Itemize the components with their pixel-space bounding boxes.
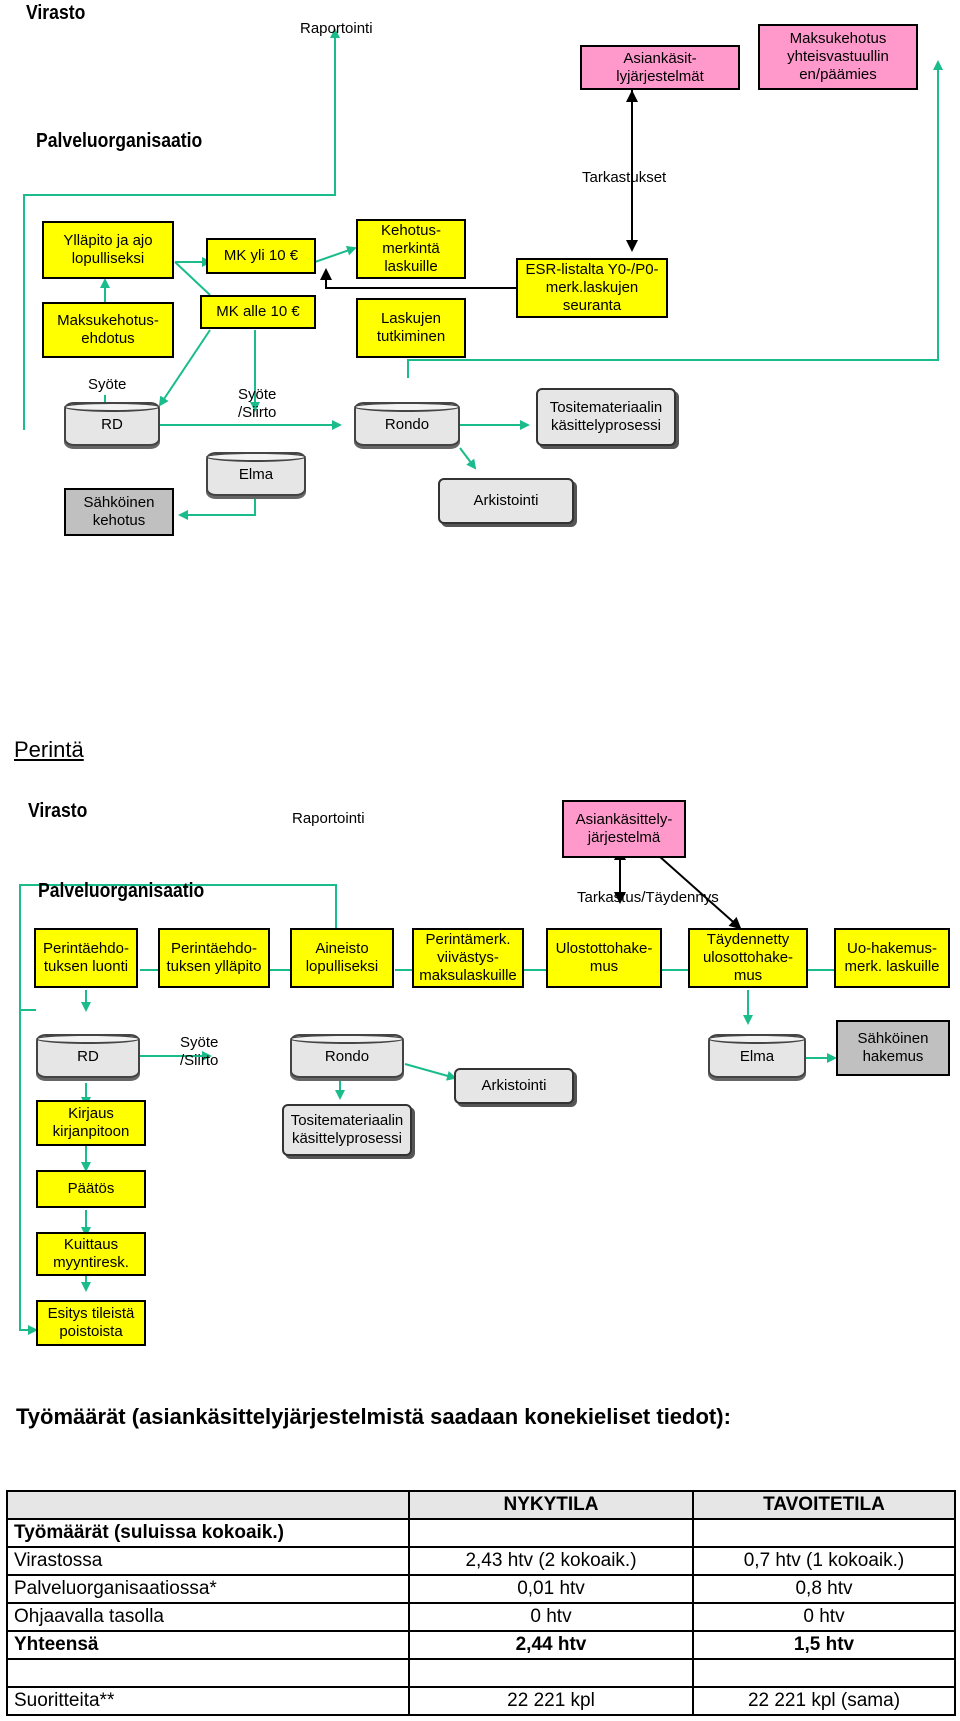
arkistointi-box-2: Arkistointi	[454, 1068, 574, 1104]
virasto-label: Virasto	[26, 2, 86, 24]
perintaehdotus-yllapito-box: Perintäehdo-tuksen ylläpito	[158, 928, 270, 988]
table-cell: Suoritteita**	[6, 1686, 410, 1716]
table-cell: Palveluorganisaatiossa*	[6, 1574, 410, 1604]
table-cell: 0,7 htv (1 kokoaik.)	[692, 1546, 956, 1576]
rondo-database: Rondo	[354, 402, 460, 446]
rd-database: RD	[64, 402, 160, 446]
table-cell: 0,8 htv	[692, 1574, 956, 1604]
table-cell: Työmäärät (suluissa kokoaik.)	[6, 1518, 410, 1548]
raportointi-label: Raportointi	[300, 20, 373, 37]
tarkastus-label: Tarkastus/Täydennys	[577, 889, 719, 906]
asiankasittely-box-2: Asiankäsittely-järjestelmä	[562, 800, 686, 858]
table-cell: 1,5 htv	[692, 1630, 956, 1660]
sahkoinen-hakemus-box: Sähköinen hakemus	[836, 1020, 950, 1076]
rd-database-2: RD	[36, 1034, 140, 1078]
table-cell: 0,01 htv	[408, 1574, 694, 1604]
table-cell: 2,44 htv	[408, 1630, 694, 1660]
table-cell: Yhteensä	[6, 1630, 410, 1660]
table-cell	[692, 1658, 956, 1688]
maksukehotus-box: Maksukehotus yhteisvastuullin en/päämies	[758, 24, 918, 90]
table-cell: 0 htv	[408, 1602, 694, 1632]
table-cell	[408, 1518, 694, 1548]
kirjaus-box: Kirjaus kirjanpitoon	[36, 1100, 146, 1146]
elma-database-2: Elma	[708, 1034, 806, 1078]
perinta-title: Perintä	[14, 737, 84, 762]
tarkastukset-label: Tarkastukset	[582, 169, 667, 186]
table-cell: 22 221 kpl (sama)	[692, 1686, 956, 1716]
mk-alle-box: MK alle 10 €	[200, 295, 316, 329]
rondo-database-2: Rondo	[290, 1034, 404, 1078]
taydennetty-box: Täydennetty ulosottohake-mus	[688, 928, 808, 988]
syote-siirto-label-2: Syöte /Siirto	[180, 1034, 219, 1069]
paatos-box: Päätös	[36, 1170, 146, 1208]
perintaehdotus-luonti-box: Perintäehdo-tuksen luonti	[34, 928, 138, 988]
raportointi-label-2: Raportointi	[292, 810, 365, 827]
table-row: Suoritteita** 22 221 kpl 22 221 kpl (sam…	[6, 1686, 956, 1716]
virasto-label-2: Virasto	[28, 800, 88, 822]
esr-box: ESR-listalta Y0-/P0-merk.laskujen seuran…	[516, 258, 668, 318]
tositemateriaali-box: Tositemateriaalin käsittelyprosessi	[536, 388, 676, 446]
header-cell	[6, 1490, 410, 1520]
table-cell	[6, 1658, 410, 1688]
table-header-row: NYKYTILA TAVOITETILA	[6, 1490, 956, 1520]
table-cell: 0 htv	[692, 1602, 956, 1632]
table-cell: Virastossa	[6, 1546, 410, 1576]
table-row: Ohjaavalla tasolla 0 htv 0 htv	[6, 1602, 956, 1632]
table-row: Työmäärät (suluissa kokoaik.)	[6, 1518, 956, 1548]
uohakemus-box: Uo-hakemus-merk. laskuille	[834, 928, 950, 988]
elma-database: Elma	[206, 452, 306, 496]
tyomaarat-table: NYKYTILA TAVOITETILA Työmäärät (suluissa…	[6, 1490, 956, 1716]
sahkoinen-kehotus-box: Sähköinen kehotus	[64, 488, 174, 536]
table-cell: 2,43 htv (2 kokoaik.)	[408, 1546, 694, 1576]
arkistointi-box: Arkistointi	[438, 478, 574, 524]
table-row: Palveluorganisaatiossa* 0,01 htv 0,8 htv	[6, 1574, 956, 1604]
header-cell: NYKYTILA	[408, 1490, 694, 1520]
table-row: Virastossa 2,43 htv (2 kokoaik.) 0,7 htv…	[6, 1546, 956, 1576]
table-cell	[692, 1518, 956, 1548]
table-cell: 22 221 kpl	[408, 1686, 694, 1716]
tyomaarat-title: Työmäärät (asiankäsittelyjärjestelmistä …	[16, 1404, 731, 1429]
palveluorganisaatio-label: Palveluorganisaatio	[36, 130, 203, 152]
table-cell	[408, 1658, 694, 1688]
yllapito-box: Ylläpito ja ajo lopulliseksi	[42, 221, 174, 279]
maksukehotusehdotus-box: Maksukehotus-ehdotus	[42, 302, 174, 358]
aineisto-box: Aineisto lopulliseksi	[290, 928, 394, 988]
perintamerk-box: Perintämerk. viivästys-maksulaskuille	[412, 928, 524, 988]
tositemateriaali-box-2: Tositemateriaalin käsittelyprosessi	[282, 1104, 412, 1156]
esitys-box: Esitys tileistä poistoista	[36, 1300, 146, 1346]
syote-label: Syöte	[88, 376, 127, 393]
asiankasittely-box: Asiankäsit-lyjärjestelmät	[580, 45, 740, 90]
kuittaus-box: Kuittaus myyntiresk.	[36, 1232, 146, 1276]
kehotusmerkinta-box: Kehotus-merkintä laskuille	[356, 219, 466, 279]
header-cell: TAVOITETILA	[692, 1490, 956, 1520]
table-cell: Ohjaavalla tasolla	[6, 1602, 410, 1632]
ulosotto-box: Ulostottohake-mus	[546, 928, 662, 988]
syote-siirto-label: Syöte /Siirto	[238, 386, 277, 421]
table-row: Yhteensä 2,44 htv 1,5 htv	[6, 1630, 956, 1660]
laskujen-tutkiminen-box: Laskujen tutkiminen	[356, 298, 466, 358]
mk-yli-box: MK yli 10 €	[206, 238, 316, 274]
palveluorganisaatio-label-2: Palveluorganisaatio	[38, 880, 205, 902]
table-row	[6, 1658, 956, 1688]
